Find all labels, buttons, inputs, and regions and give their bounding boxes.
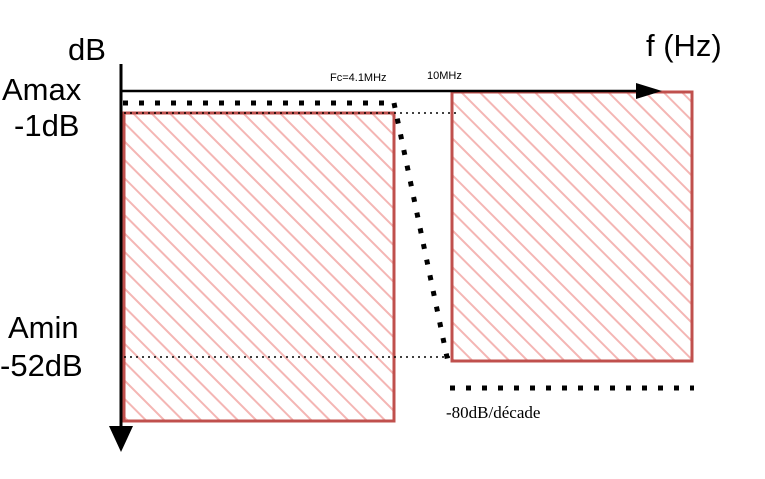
x-axis-arrowhead — [636, 83, 662, 99]
cutoff-frequency-label: Fc=4.1MHz — [330, 72, 387, 84]
y-axis-label: dB — [68, 32, 106, 67]
amin-name-label: Amin — [8, 310, 79, 345]
y-axis-arrowhead — [109, 426, 133, 452]
amax-value-label: -1dB — [14, 108, 80, 143]
x-axis-label: f (Hz) — [646, 28, 722, 63]
stop-frequency-label: 10MHz — [427, 70, 462, 82]
response-rolloff-slope — [391, 102, 451, 363]
amax-name-label: Amax — [2, 72, 82, 107]
slope-label: -80dB/décade — [446, 403, 541, 422]
stopband-forbidden-zone — [450, 90, 694, 363]
amin-value-label: -52dB — [0, 348, 83, 383]
passband-forbidden-zone — [122, 111, 396, 423]
